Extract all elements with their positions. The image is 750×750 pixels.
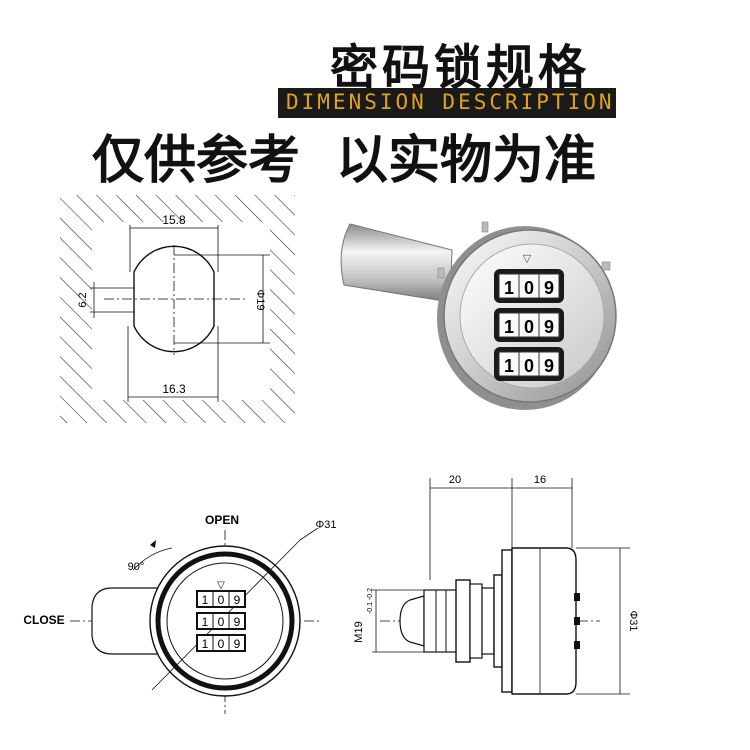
dim-left-label: 6.2 xyxy=(77,292,89,307)
side-cap xyxy=(399,595,425,647)
wheel-digit: 9 xyxy=(544,356,554,376)
wheel-digit: 9 xyxy=(544,278,554,298)
wheel-digit: 1 xyxy=(504,317,514,337)
side-back-plate xyxy=(501,549,513,693)
banner-text: DIMENSION DESCRIPTION xyxy=(286,90,615,114)
wheel-digit: 9 xyxy=(234,593,241,607)
front-arrow-icon: ▽ xyxy=(217,580,225,591)
dim-right-label: Φ19 xyxy=(254,289,266,310)
front-wheel-1: 1 0 9 xyxy=(196,590,246,608)
angle-label: 90° xyxy=(128,561,145,573)
dim-bottom-label: 16.3 xyxy=(162,382,186,396)
wheel-digit: 1 xyxy=(504,356,514,376)
wheel-digit: 1 xyxy=(504,278,514,298)
front-diameter-label: Φ31 xyxy=(315,519,336,531)
banner: DIMENSION DESCRIPTION xyxy=(278,88,616,118)
front-wheel-3: 1 0 9 xyxy=(196,634,246,652)
close-label: CLOSE xyxy=(23,613,64,627)
subtitle-reference-only: 仅供参考 xyxy=(92,131,301,191)
front-view-drawing: OPEN CLOSE 90° Φ31 ▽ 1 0 9 1 0 xyxy=(23,513,337,714)
cam-bar xyxy=(340,223,453,303)
wheel-digit: 9 xyxy=(234,615,241,629)
wheel-digit: 0 xyxy=(524,278,534,298)
side-nut xyxy=(455,579,471,663)
side-thread-label: M19 xyxy=(353,621,365,642)
side-view-drawing: 20 16 M19 -0.1 -0.2 Φ31 xyxy=(353,474,639,695)
subtitle: 仅供参考以实物为准 xyxy=(92,118,596,193)
side-body xyxy=(511,547,577,695)
side-diameter-label: Φ31 xyxy=(627,610,639,631)
wheel-digit: 0 xyxy=(218,615,225,629)
wheel-digit: 1 xyxy=(202,593,209,607)
wheel-digit: 1 xyxy=(202,615,209,629)
product-image: ▽ 1 0 9 1 0 9 1 0 9 xyxy=(340,221,617,410)
page-title: 密码锁规格 xyxy=(330,40,591,96)
banner-background xyxy=(278,88,616,118)
open-label: OPEN xyxy=(205,513,239,527)
wheel-digit: 0 xyxy=(524,356,534,376)
wheel-digit: 0 xyxy=(218,593,225,607)
side-flange xyxy=(493,574,503,668)
face-arrow-icon: ▽ xyxy=(523,253,532,265)
dim-top-label: 15.8 xyxy=(162,213,186,227)
product-wheel-2: 1 0 9 xyxy=(494,308,564,342)
side-thread-tolerance: -0.1 -0.2 xyxy=(367,588,374,614)
product-wheel-1: 1 0 9 xyxy=(494,269,564,303)
front-wheel-2: 1 0 9 xyxy=(196,612,246,630)
front-bezel xyxy=(155,551,295,691)
wheel-digit: 0 xyxy=(218,637,225,651)
product-wheel-3: 1 0 9 xyxy=(494,347,564,381)
side-dim-left-label: 20 xyxy=(449,474,461,486)
side-dim-right-label: 16 xyxy=(534,474,546,486)
panel-cutout-drawing: 15.8 6.2 Φ19 16.3 xyxy=(60,195,295,423)
wheel-digit: 1 xyxy=(202,637,209,651)
wheel-digit: 9 xyxy=(544,317,554,337)
wheel-digit: 0 xyxy=(524,317,534,337)
wheel-digit: 9 xyxy=(234,637,241,651)
subtitle-actual-product: 以实物为准 xyxy=(336,131,597,191)
